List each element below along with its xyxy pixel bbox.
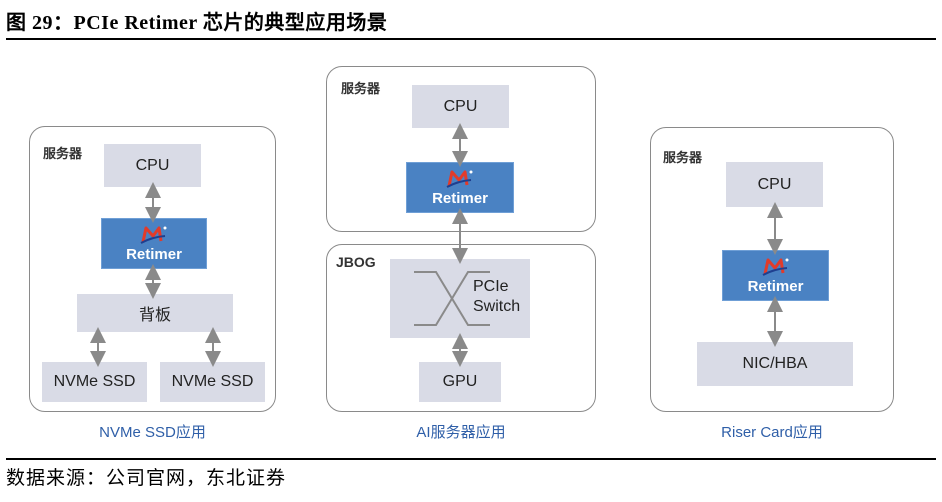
nvme-server-label: 服务器 [43,146,83,161]
nvme-retimer-label: Retimer [126,245,182,263]
nvme-backplane-box: 背板 [77,294,233,332]
ai-gpu-label: GPU [442,373,478,390]
switch-cross-icon [414,271,490,326]
ai-pcie-switch-box: PCIe Switch [390,259,530,338]
riser-server-label: 服务器 [663,150,703,165]
nvme-backplane-label: 背板 [138,307,171,324]
source-note: 数据来源：公司官网，东北证券 [6,468,287,489]
m-logo-icon [140,226,167,244]
figure-title: 图 29：PCIe Retimer 芯片的典型应用场景 [6,12,388,34]
ai-cpu-label: CPU [443,97,478,115]
ai-switch-line2: Switch [473,298,521,315]
riser-cpu-label: CPU [757,175,792,193]
nvme-ssd-left-box: NVMe SSD [42,362,147,402]
ai-switch-line1: PCIe [473,278,509,295]
ai-server-label: 服务器 [341,81,381,96]
ai-retimer-box: Retimer [406,162,514,213]
nvme-cpu-box: CPU [104,144,201,187]
ai-jbog-label: JBOG [336,254,376,270]
ai-cpu-box: CPU [412,85,509,128]
m-logo-icon [446,170,473,188]
nvme-caption: NVMe SSD应用 [99,424,206,441]
ai-caption: AI服务器应用 [416,424,506,441]
riser-nic-box: NIC/HBA [697,342,853,386]
nvme-retimer-box: Retimer [101,218,207,269]
nvme-ssd-right-box: NVMe SSD [160,362,265,402]
riser-retimer-label: Retimer [747,277,804,295]
ai-gpu-box: GPU [419,362,501,402]
m-logo-icon [762,258,788,276]
title-rule [6,38,936,40]
nvme-ssd-left-label: NVMe SSD [53,373,136,390]
riser-caption: Riser Card应用 [721,424,823,441]
riser-nic-label: NIC/HBA [742,355,808,372]
nvme-cpu-label: CPU [135,156,170,174]
source-rule [6,458,936,460]
riser-retimer-box: Retimer [722,250,829,301]
ai-retimer-label: Retimer [432,189,488,207]
nvme-ssd-right-label: NVMe SSD [171,373,254,390]
riser-cpu-box: CPU [726,162,823,207]
